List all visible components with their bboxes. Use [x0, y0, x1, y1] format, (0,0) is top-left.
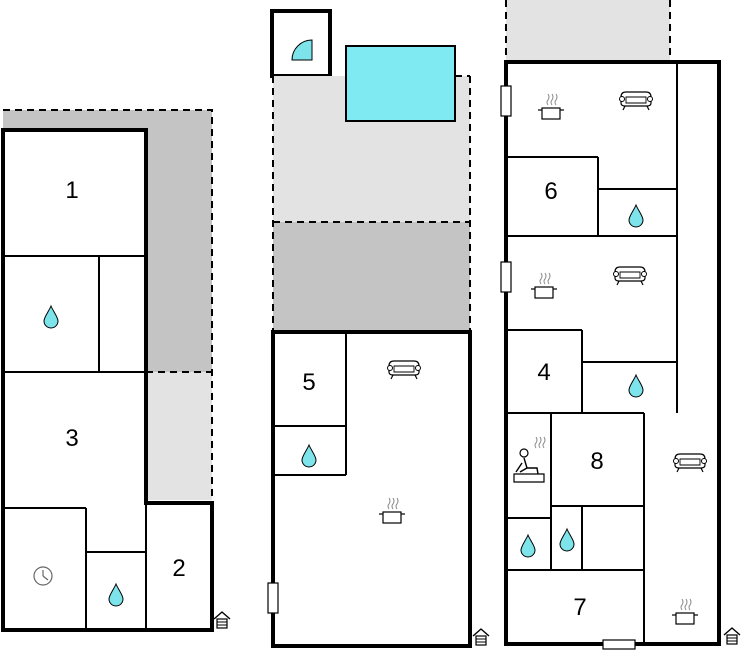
room-label-6: 6: [544, 178, 557, 205]
clock-icon: [33, 566, 53, 586]
room-label-8: 8: [590, 448, 603, 475]
shower-icon: [291, 39, 313, 61]
terrace-dark-middle: [273, 222, 470, 332]
terrace-light-left: [146, 372, 212, 500]
swimming-pool: [345, 45, 456, 122]
window-right-1: [500, 85, 512, 117]
house-entrance-icon: [472, 628, 490, 646]
house-entrance-icon: [213, 611, 231, 629]
terrace-outline-right: [505, 0, 671, 60]
terrace-outline-left: [3, 109, 213, 500]
sauna-icon: [513, 436, 546, 483]
building-left-walls: [1, 128, 214, 632]
building-middle-floor: [273, 332, 470, 646]
window-right-3: [602, 639, 636, 650]
room-label-3: 3: [65, 425, 78, 452]
room-label-7: 7: [573, 594, 586, 621]
terrace-light-right: [506, 0, 670, 60]
window-middle: [267, 582, 279, 614]
building-right-floor: [506, 62, 719, 644]
building-middle-walls: [271, 330, 472, 648]
house-entrance-icon: [723, 627, 741, 645]
window-right-2: [500, 261, 512, 293]
room-label-1: 1: [65, 177, 78, 204]
room-label-2: 2: [172, 555, 185, 582]
room-label-4: 4: [537, 359, 550, 386]
room-label-5: 5: [302, 369, 315, 396]
